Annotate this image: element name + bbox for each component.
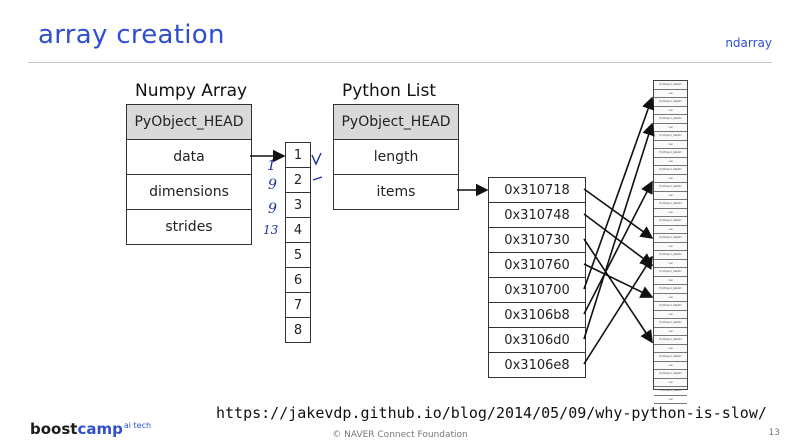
buffer-value: 2 [286, 168, 310, 193]
memory-cell: PyObject_HEAD [654, 285, 687, 294]
handwritten-mark: 9 [268, 201, 277, 217]
numpy-field-dimensions: dimensions [127, 175, 251, 210]
numpy-array-heading: Numpy Array [135, 81, 248, 101]
memory-cell: val [654, 90, 687, 98]
slide-title: array creation [38, 20, 225, 50]
numpy-array-struct: PyObject_HEAD data dimensions strides [126, 104, 252, 245]
address-arrow [583, 122, 655, 340]
logo-main: boost [30, 420, 78, 438]
check-mark [311, 152, 322, 166]
memory-cell: PyObject_HEAD [654, 98, 687, 107]
memory-cell: PyObject_HEAD [654, 183, 687, 192]
handwritten-mark: 1 [267, 158, 276, 174]
memory-cell: PyObject_HEAD [654, 370, 687, 379]
memory-cell: PyObject_HEAD [654, 217, 687, 226]
handwritten-mark: 9 [268, 177, 277, 193]
pointer-address: 0x310700 [489, 278, 585, 303]
memory-cell: PyObject_HEAD [654, 132, 687, 141]
pointer-address: 0x310760 [489, 253, 585, 278]
buffer-value: 8 [293, 322, 303, 338]
footer-copyright: © NAVER Connect Foundation [332, 430, 468, 440]
address-arrow [583, 255, 653, 365]
pointer-address: 0x3106e8 [504, 357, 570, 373]
memory-cell: PyObject_HEAD [654, 115, 687, 124]
address-arrow [583, 213, 654, 266]
memory-cell: val [654, 124, 687, 132]
numpy-field-data: data [127, 140, 251, 175]
memory-cell: val [654, 311, 687, 319]
buffer-value: 6 [286, 268, 310, 293]
page-number: 13 [768, 428, 780, 438]
buffer-value: 4 [286, 218, 310, 243]
pointer-address: 0x3106b8 [489, 303, 585, 328]
memory-cell: val [654, 175, 687, 183]
memory-cell: PyObject_HEAD [654, 268, 687, 277]
section-tag: ndarray [725, 36, 772, 50]
memory-cell: val [654, 243, 687, 251]
memory-cell: PyObject_HEAD [654, 166, 687, 175]
memory-cell: val [654, 277, 687, 285]
memory-cell: PyObject_HEAD [654, 302, 687, 311]
memory-cell: val [654, 396, 687, 404]
memory-cell: val [654, 362, 687, 370]
pylist-field-length: length [334, 140, 458, 175]
memory-cell: val [654, 107, 687, 115]
address-arrow [583, 188, 654, 239]
boostcamp-logo: boostcampai tech [30, 420, 151, 438]
numpy-field-head: PyObject_HEAD [127, 105, 251, 140]
numpy-data-buffer: 1 2 3 4 5 6 7 8 [285, 142, 311, 343]
memory-cell: val [654, 158, 687, 166]
memory-cell: val [654, 192, 687, 200]
pylist-field-head: PyObject_HEAD [334, 105, 458, 140]
buffer-value: 1 [286, 143, 310, 168]
handwritten-annotations: 1 9 9 13 [263, 152, 323, 237]
pointer-address: 0x310718 [489, 178, 585, 203]
memory-cell: PyObject_HEAD [654, 319, 687, 328]
numpy-field-strides: strides [165, 219, 213, 235]
memory-cell: val [654, 294, 687, 302]
pointer-address: 0x310748 [489, 203, 585, 228]
memory-cell: PyObject_HEAD [654, 81, 687, 90]
logo-super: ai tech [123, 421, 152, 430]
memory-cell: PyObject_HEAD [654, 387, 687, 396]
memory-cell: PyObject_HEAD [654, 149, 687, 158]
memory-cell: val [654, 226, 687, 234]
reference-url[interactable]: https://jakevdp.github.io/blog/2014/05/0… [216, 404, 767, 422]
address-arrow [583, 180, 653, 315]
memory-cell: PyObject_HEAD [654, 336, 687, 345]
buffer-value: 3 [286, 193, 310, 218]
memory-cell: PyObject_HEAD [654, 353, 687, 362]
pen-dash [312, 176, 323, 181]
address-arrow [583, 238, 653, 344]
handwritten-mark: 13 [263, 223, 279, 237]
title-divider [28, 62, 772, 63]
pylist-field-items: items [376, 184, 416, 200]
address-arrow [583, 263, 654, 298]
python-list-struct: PyObject_HEAD length items [333, 104, 459, 210]
buffer-value: 7 [286, 293, 310, 318]
pointer-address: 0x3106d0 [489, 328, 585, 353]
address-arrow [583, 96, 655, 290]
python-list-heading: Python List [342, 81, 437, 101]
memory-cell: val [654, 260, 687, 268]
memory-cell: PyObject_HEAD [654, 234, 687, 243]
pointer-array: 0x310718 0x310748 0x310730 0x310760 0x31… [488, 177, 586, 378]
memory-cell: PyObject_HEAD [654, 251, 687, 260]
memory-cell: PyObject_HEAD [654, 200, 687, 209]
memory-cell: val [654, 141, 687, 149]
logo-accent: camp [77, 420, 123, 438]
buffer-value: 5 [286, 243, 310, 268]
memory-cell: val [654, 328, 687, 336]
memory-cell: val [654, 379, 687, 387]
pointer-address: 0x310730 [489, 228, 585, 253]
memory-cell: val [654, 345, 687, 353]
memory-cell: val [654, 209, 687, 217]
